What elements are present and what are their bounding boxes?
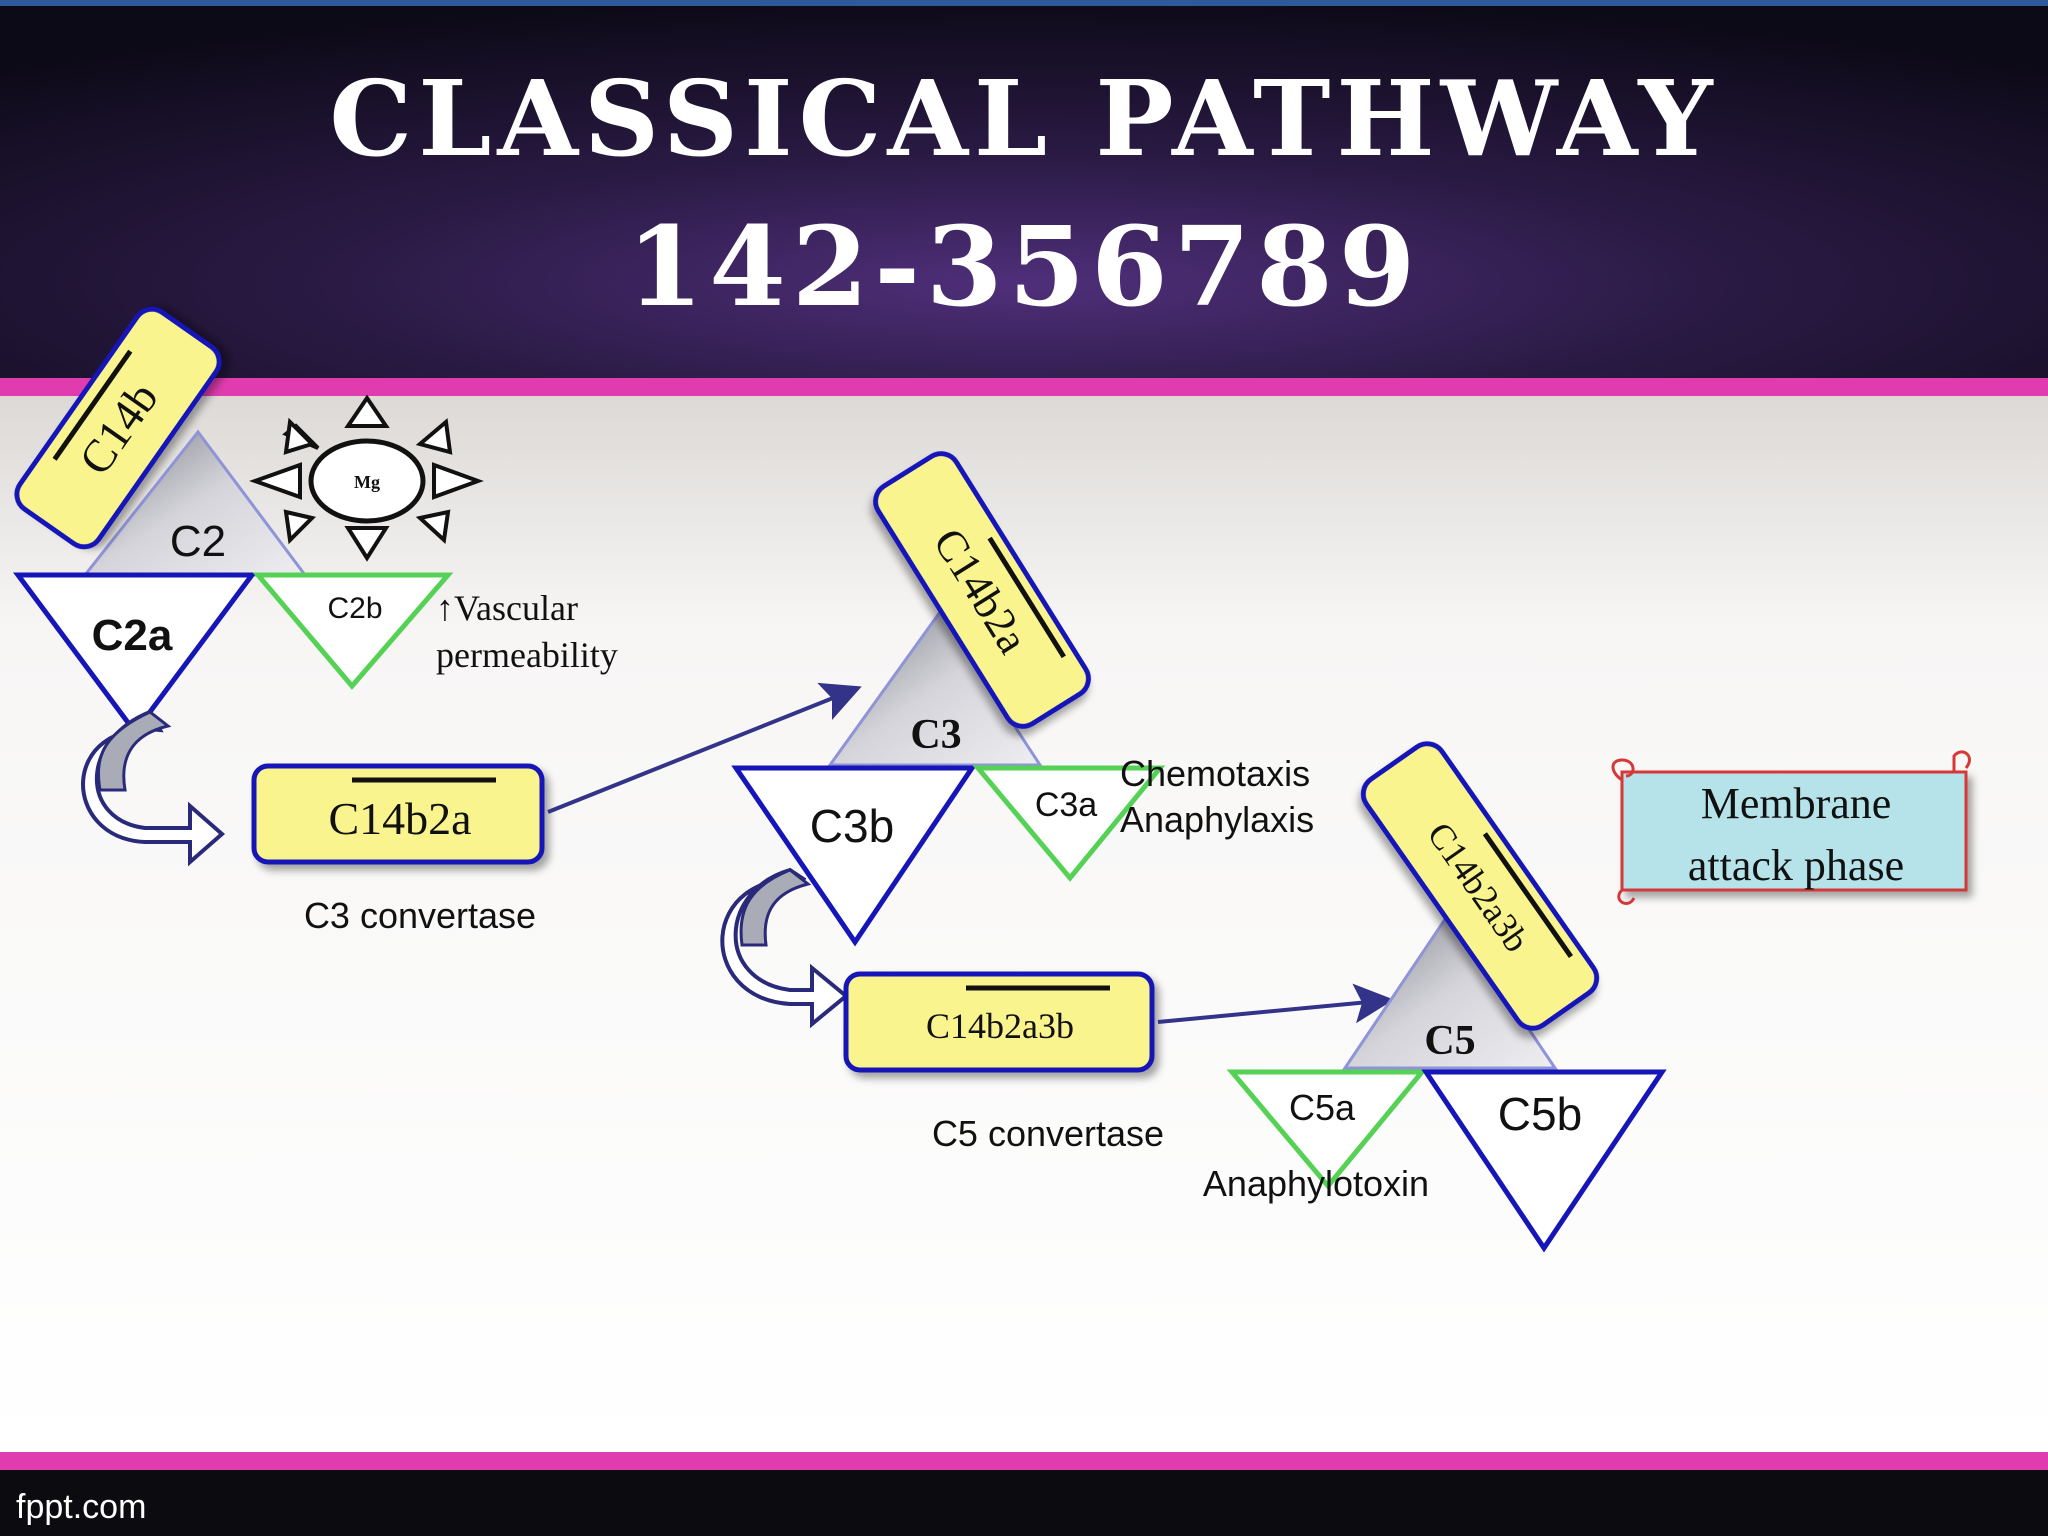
footer-band [0,1470,2048,1536]
membrane-attack-scroll: Membrane attack phase [1611,750,1971,905]
curved-arrow-2 [720,867,850,1029]
c3b-label: C3b [810,800,894,852]
c14b2a-product-box: C14b2a [251,763,545,865]
footer-text: fppt.com [16,1488,146,1526]
c3b-fragment-triangle [731,765,977,947]
c5a-label: C5a [1289,1087,1356,1128]
arrow-to-step3 [1157,983,1394,1024]
c2a-fragment-triangle [13,572,257,737]
c2b-fragment-triangle [252,572,454,690]
c14b2a-label: C14b2a [328,793,471,844]
c5a-fragment-triangle [1226,1069,1428,1190]
c5b-label: C5b [1498,1088,1582,1140]
c5a-effect: Anaphylotoxin [1203,1163,1429,1204]
c3-convertase-caption: C3 convertase [304,895,536,936]
c3a-label: C3a [1035,786,1097,824]
c2b-label: C2b [327,592,382,625]
c14b2a3b-product-box: C14b2a3b [843,971,1155,1073]
c3a-effect-line1: Chemotaxis [1120,753,1310,794]
c2-label: C2 [170,517,226,566]
membrane-attack-line2: attack phase [1688,841,1904,890]
c2b-effect-line1: ↑Vascular [436,588,578,628]
mg-sun-icon: Mg [249,394,484,562]
header-accent-stripe [0,378,2048,396]
footer-accent-stripe [0,1452,2048,1470]
c3a-effect-line2: Anaphylaxis [1120,799,1314,840]
mg-label: Mg [354,472,380,492]
c2a-label: C2a [92,611,173,660]
top-edge-line [0,0,2048,6]
slide-title: CLASSICAL PATHWAY [329,57,1718,180]
slide-subtitle-sequence: 142-356789 [627,202,1422,331]
c5-convertase-caption: C5 convertase [932,1113,1164,1154]
c3a-fragment-triangle [972,765,1166,882]
step2-group: C3 C14b2a C3b C3a Chemotaxis Anaphylaxis… [720,451,1314,1154]
c5-label: C5 [1424,1018,1475,1064]
c5b-fragment-triangle [1421,1069,1667,1253]
c2b-effect-line2: permeability [436,635,618,675]
curved-arrow-1 [81,709,226,867]
c14b2a3b-label: C14b2a3b [926,1006,1074,1046]
c3-label: C3 [910,712,961,758]
membrane-attack-line1: Membrane [1701,779,1892,828]
step1-group: C2 C2a C2b ↑Vascular permeability C14b [13,306,618,936]
c14b-enzyme-box: C14b [14,306,222,550]
arrow-to-step2 [547,682,862,814]
header-band [0,0,2048,378]
